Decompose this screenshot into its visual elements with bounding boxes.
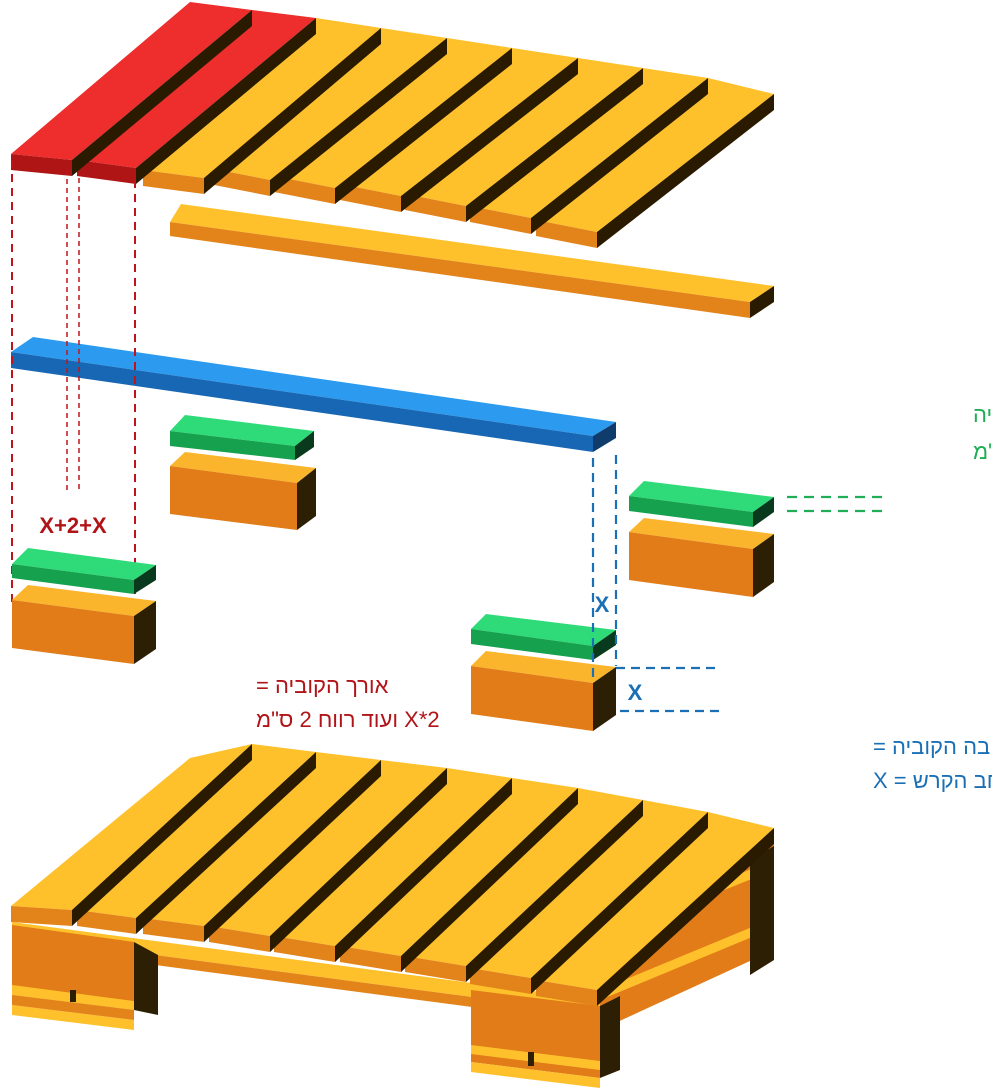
blue-dashed-guides <box>591 455 720 713</box>
red-deck-board-1 <box>11 2 252 176</box>
green-note-line1: הגבהות = כל רביעייה <box>973 402 992 427</box>
deck-board-8 <box>470 68 708 234</box>
assembled-pallet <box>11 744 774 1088</box>
deck-board-7 <box>405 58 643 222</box>
red-deck-board-2 <box>77 10 316 184</box>
spacer-back-left <box>170 415 314 460</box>
red-dashed-guides <box>11 160 136 605</box>
green-dashed-guides <box>787 495 884 513</box>
deck-board-6 <box>340 48 578 212</box>
block-back-right <box>629 518 774 597</box>
red-formula-label: X+2+X <box>39 513 107 538</box>
deck-board-9 <box>536 78 774 248</box>
top-stringer-board <box>170 204 774 318</box>
blue-x-vertical-label: X <box>595 592 610 617</box>
blue-note-line1: רוחב וגובה הקוביה = <box>873 734 992 759</box>
blue-x-horizontal-label: X <box>628 680 643 705</box>
green-note-line2: תגביה את המרווח ב-2 ס"מ <box>973 439 992 464</box>
red-note-line2: X*2 ועוד רווח 2 ס"מ <box>256 707 440 732</box>
blue-stringer-board <box>11 337 616 452</box>
top-deck-boards <box>11 2 774 248</box>
block-front-right <box>471 651 616 731</box>
block-front-left <box>12 585 156 664</box>
red-note-line1: אורך הקוביה = <box>256 673 389 698</box>
spacer-front-right <box>471 614 616 660</box>
blue-note-line2: רוחב הקרש = X <box>873 768 992 793</box>
deck-board-3 <box>143 18 381 194</box>
assembled-deck-boards <box>11 744 774 1006</box>
spacer-front-left <box>12 548 156 594</box>
deck-board-5 <box>274 38 512 204</box>
block-back-left <box>170 452 316 530</box>
spacer-back-right <box>629 481 774 527</box>
